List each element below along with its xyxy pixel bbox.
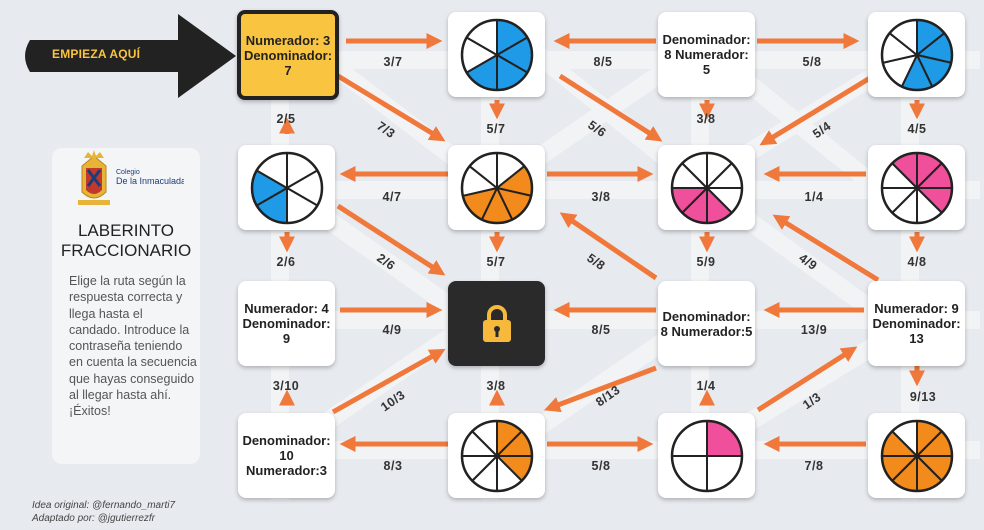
fraction-pie-icon: [880, 419, 953, 492]
fraction-label: 3/8: [486, 379, 506, 393]
fraction-label: 2/6: [276, 255, 296, 269]
panel-title: LABERINTO FRACCIONARIO: [60, 221, 192, 260]
start-label: EMPIEZA AQUÍ: [52, 47, 141, 61]
fraction-text-card[interactable]: Denominador: 10 Numerador:3: [238, 413, 335, 498]
lock-icon: [482, 304, 511, 342]
fraction-label: 1/4: [804, 190, 824, 204]
fraction-pie-card[interactable]: [868, 12, 965, 97]
fraction-text-card[interactable]: Denominador: 8 Numerador: 5: [658, 12, 755, 97]
fraction-label: 4/9: [382, 323, 402, 337]
fraction-label: 3/7: [383, 55, 403, 69]
fraction-pie-card[interactable]: [448, 12, 545, 97]
fraction-text-card[interactable]: Numerador: 4 Denominador: 9: [238, 281, 335, 366]
fraction-label: 3/8: [591, 190, 611, 204]
svg-text:Colegio: Colegio: [116, 169, 140, 176]
card-text: Numerador: 3 Denominador: 7: [243, 32, 333, 78]
fraction-label: 2/5: [276, 112, 296, 126]
fraction-pie-card[interactable]: [658, 145, 755, 230]
fraction-pie-card[interactable]: [448, 145, 545, 230]
start-card[interactable]: Numerador: 3 Denominador: 7: [237, 10, 339, 100]
card-text: Numerador: 9 Denominador: 13: [872, 301, 961, 346]
fraction-label: 5/7: [486, 122, 506, 136]
fraction-pie-card[interactable]: [448, 413, 545, 498]
card-text: Numerador: 4 Denominador: 9: [242, 301, 331, 346]
fraction-pie-icon: [460, 18, 533, 91]
fraction-pie-icon: [670, 419, 743, 492]
fraction-text-card[interactable]: Numerador: 9 Denominador: 13: [868, 281, 965, 366]
credits: Idea original: @fernando_marti7 Adaptado…: [32, 500, 176, 524]
fraction-pie-icon: [670, 151, 743, 224]
fraction-pie-card[interactable]: [868, 413, 965, 498]
fraction-pie-icon: [460, 419, 533, 492]
fraction-label: 9/13: [909, 390, 937, 404]
fraction-pie-card[interactable]: [238, 145, 335, 230]
card-text: Denominador: 10 Numerador:3: [242, 433, 331, 478]
fraction-label: 5/8: [591, 459, 611, 473]
lock-card[interactable]: [448, 281, 545, 366]
svg-text:De la Inmaculada: De la Inmaculada: [116, 176, 184, 186]
fraction-label: 8/3: [383, 459, 403, 473]
fraction-label: 5/9: [696, 255, 716, 269]
fraction-label: 1/4: [696, 379, 716, 393]
fraction-pie-card[interactable]: [658, 413, 755, 498]
fraction-pie-icon: [250, 151, 323, 224]
fraction-text-card[interactable]: Denominador: 8 Numerador:5: [658, 281, 755, 366]
fraction-label: 5/8: [802, 55, 822, 69]
card-text: Denominador: 8 Numerador:5: [660, 308, 753, 339]
instructions-panel: Colegio De la Inmaculada LABERINTO FRACC…: [52, 148, 200, 464]
fraction-label: 8/5: [593, 55, 613, 69]
fraction-label: 3/10: [272, 379, 300, 393]
fraction-label: 7/8: [804, 459, 824, 473]
fraction-label: 13/9: [800, 323, 828, 337]
school-logo: Colegio De la Inmaculada: [78, 150, 184, 205]
fraction-pie-icon: [880, 151, 953, 224]
fraction-pie-card[interactable]: [868, 145, 965, 230]
card-text: Denominador: 8 Numerador: 5: [662, 32, 751, 77]
fraction-pie-icon: [880, 18, 953, 91]
fraction-label: 4/8: [907, 255, 927, 269]
fraction-label: 3/8: [696, 112, 716, 126]
fraction-label: 4/5: [907, 122, 927, 136]
panel-description: Elige la ruta según la respuesta correct…: [69, 274, 197, 419]
fraction-label: 5/7: [486, 255, 506, 269]
fraction-label: 8/5: [591, 323, 611, 337]
fraction-pie-icon: [460, 151, 533, 224]
fraction-label: 4/7: [382, 190, 402, 204]
start-arrow: [25, 14, 236, 98]
